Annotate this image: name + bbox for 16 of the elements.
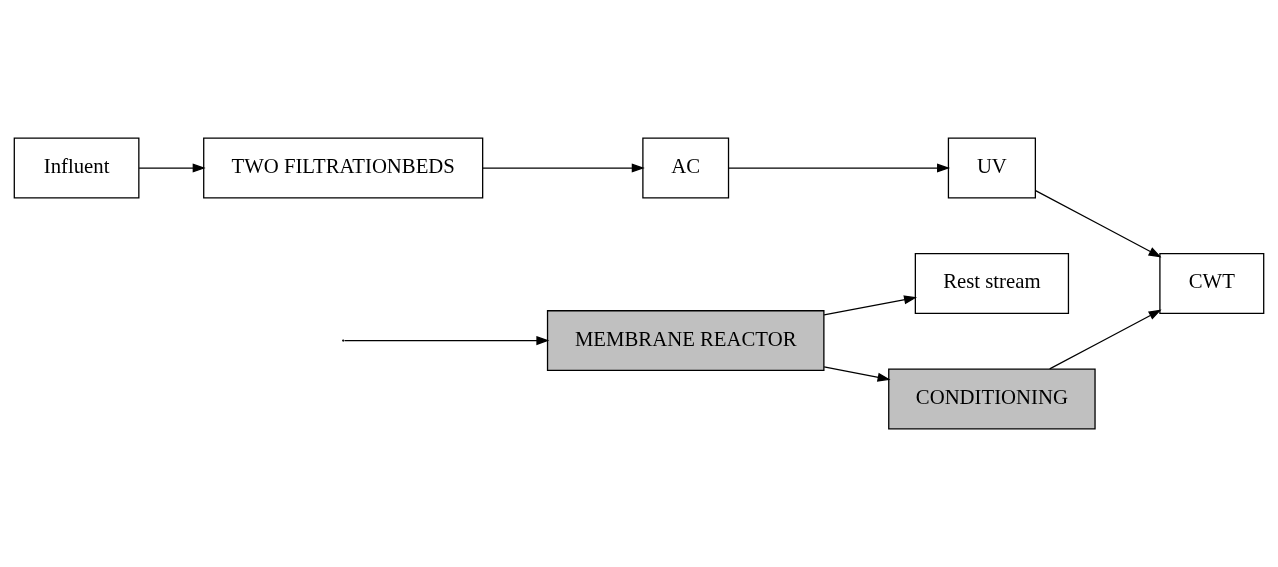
node-box: UV xyxy=(947,137,1036,199)
arrow xyxy=(1049,309,1162,370)
arrow xyxy=(823,366,891,382)
arrow xyxy=(482,163,645,173)
node-box: Rest stream xyxy=(914,253,1070,314)
arrow xyxy=(727,163,951,173)
node-box: TWO FILTRATIONBEDS xyxy=(203,137,484,199)
arrow xyxy=(1034,189,1162,258)
node-box: MEMBRANE REACTOR xyxy=(546,310,825,372)
node-box: CWT xyxy=(1159,253,1265,314)
arrow xyxy=(823,295,918,316)
arrow xyxy=(343,336,550,346)
node-box: CONDITIONING xyxy=(888,368,1096,430)
node-box: Influent xyxy=(13,137,140,199)
arrow xyxy=(138,163,206,173)
node-box: AC xyxy=(642,137,730,199)
